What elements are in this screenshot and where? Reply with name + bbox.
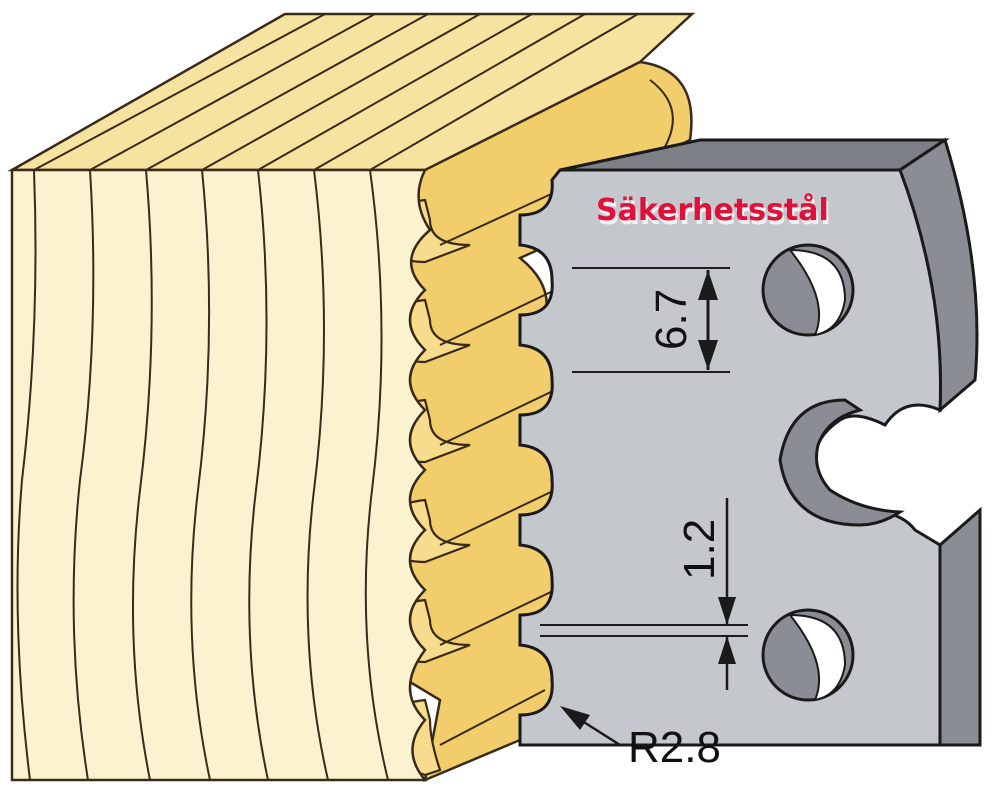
wood-front-grain — [16, 170, 389, 780]
wood-top-grain — [33, 13, 639, 171]
arrow-up-icon — [698, 270, 718, 300]
dimension-depth-label: 1.2 — [675, 519, 724, 580]
arrow-down-icon — [718, 597, 736, 625]
steel-knife: Säkerhetsstål Säkerhetsstål — [518, 137, 982, 747]
wood-front-face — [10, 168, 432, 782]
knife-side-lower — [938, 506, 982, 747]
arrow-pointer-icon — [560, 706, 590, 730]
mounting-hole-top — [761, 243, 855, 337]
dimension-radius-label: R2.8 — [628, 723, 721, 772]
brand-label: Säkerhetsstål — [596, 192, 829, 228]
brand-label-shadow: Säkerhetsstål — [598, 196, 831, 232]
dimension-pitch-label: 6.7 — [647, 289, 696, 350]
dimension-radius: R2.8 — [560, 706, 721, 772]
mounting-hole-bottom — [761, 608, 855, 702]
arrow-up-icon — [718, 636, 736, 664]
arrow-down-icon — [698, 340, 718, 370]
knife-notch — [778, 398, 905, 527]
dimension-depth: 1.2 — [540, 498, 748, 690]
dimension-pitch: 6.7 — [572, 267, 730, 373]
